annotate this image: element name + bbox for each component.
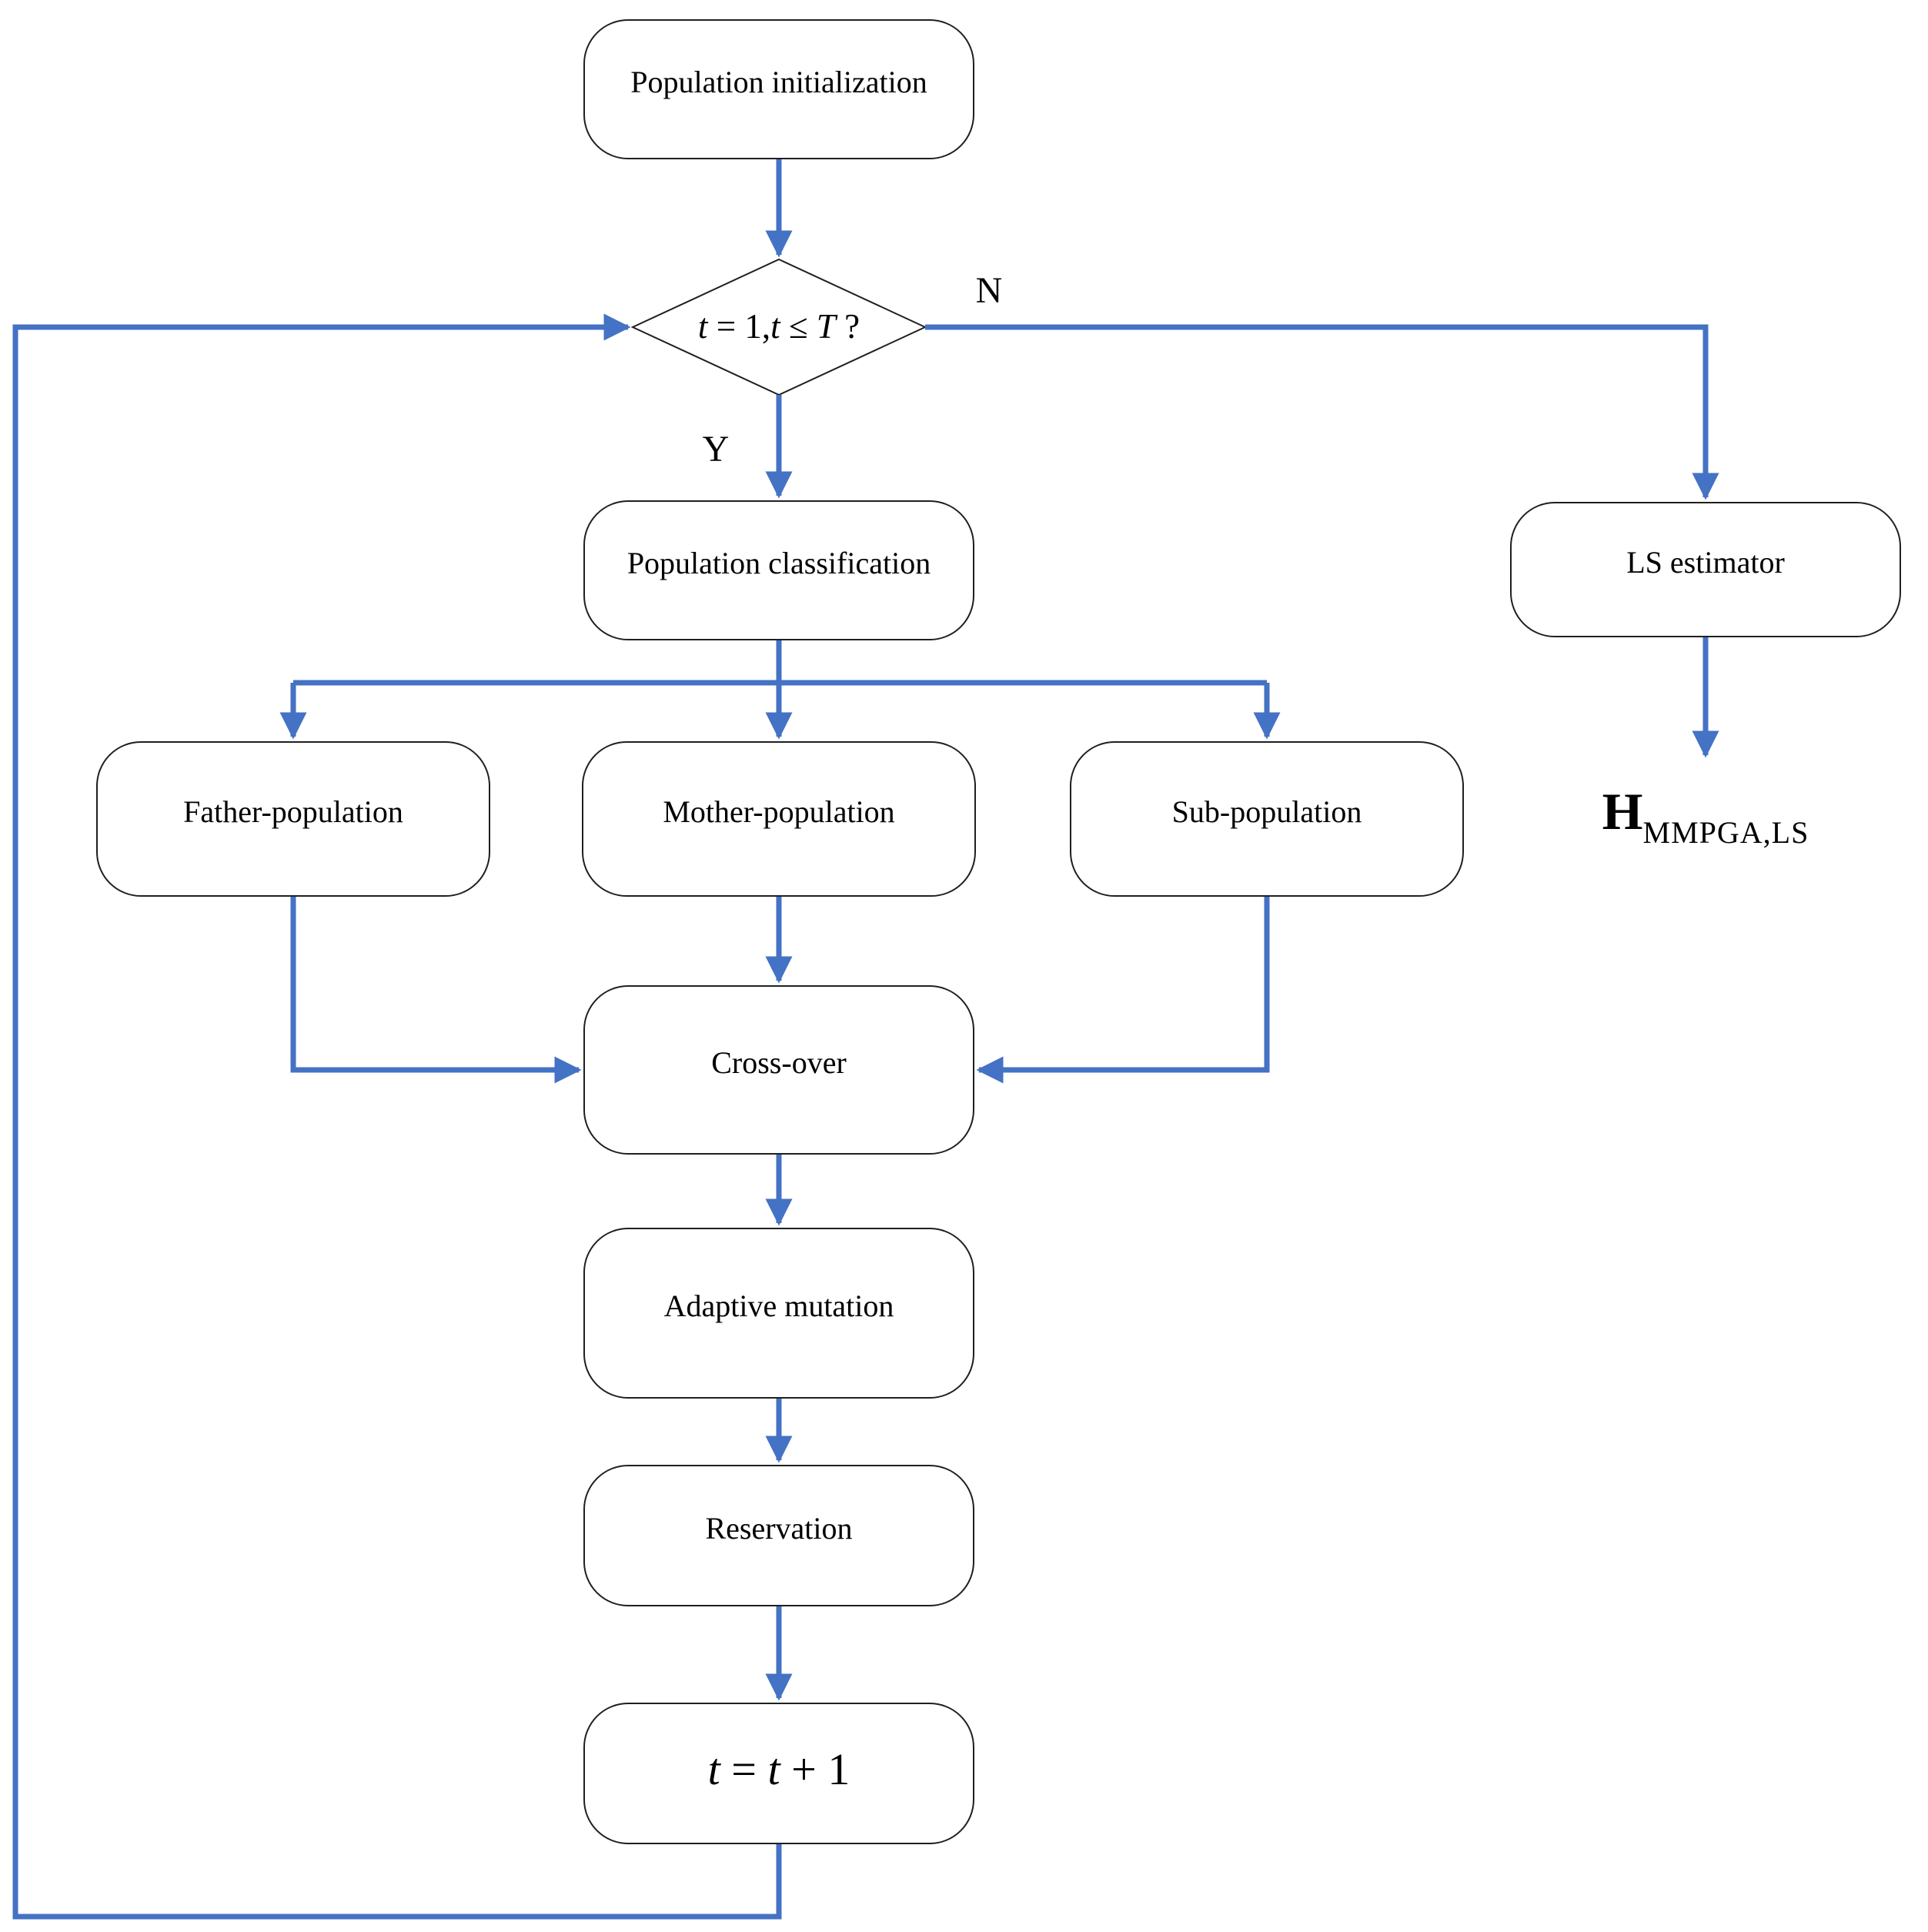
node-reservation-label: Reservation xyxy=(705,1511,853,1546)
edge-decision-to-ls xyxy=(925,324,1719,500)
edge-sub-to-crossover xyxy=(976,897,1270,1084)
node-father-population: Father-population xyxy=(96,741,490,897)
node-ls-estimator: LS estimator xyxy=(1510,502,1901,637)
node-sub-population: Sub-population xyxy=(1070,741,1464,897)
node-population-initialization-label: Population initialization xyxy=(630,65,927,99)
node-population-classification: Population classification xyxy=(583,500,974,640)
output-h-mmpga-ls: HMMPGA,LS xyxy=(1602,782,1809,850)
node-mother-population-label: Mother-population xyxy=(663,794,895,829)
node-decision-label: t = 1,t ≤ T ? xyxy=(697,307,860,346)
edge-loop-back-to-decision xyxy=(12,313,782,1920)
node-sub-population-label: Sub-population xyxy=(1171,794,1362,829)
branch-label-yes: Y xyxy=(702,429,730,470)
branch-label-no: N xyxy=(975,270,1003,311)
node-reservation: Reservation xyxy=(583,1465,974,1606)
node-population-classification-label: Population classification xyxy=(627,546,931,580)
node-population-initialization: Population initialization xyxy=(583,19,974,159)
node-father-population-label: Father-population xyxy=(183,794,403,829)
node-t-update-label: t = t + 1 xyxy=(707,1743,850,1794)
edge-father-to-crossover xyxy=(290,897,582,1084)
node-adaptive-mutation: Adaptive mutation xyxy=(583,1228,974,1399)
node-cross-over: Cross-over xyxy=(583,985,974,1155)
node-ls-estimator-label: LS estimator xyxy=(1626,545,1785,580)
node-t-update: t = t + 1 xyxy=(583,1703,974,1844)
node-adaptive-mutation-label: Adaptive mutation xyxy=(663,1289,894,1323)
node-cross-over-label: Cross-over xyxy=(711,1045,847,1080)
node-mother-population: Mother-population xyxy=(582,741,976,897)
